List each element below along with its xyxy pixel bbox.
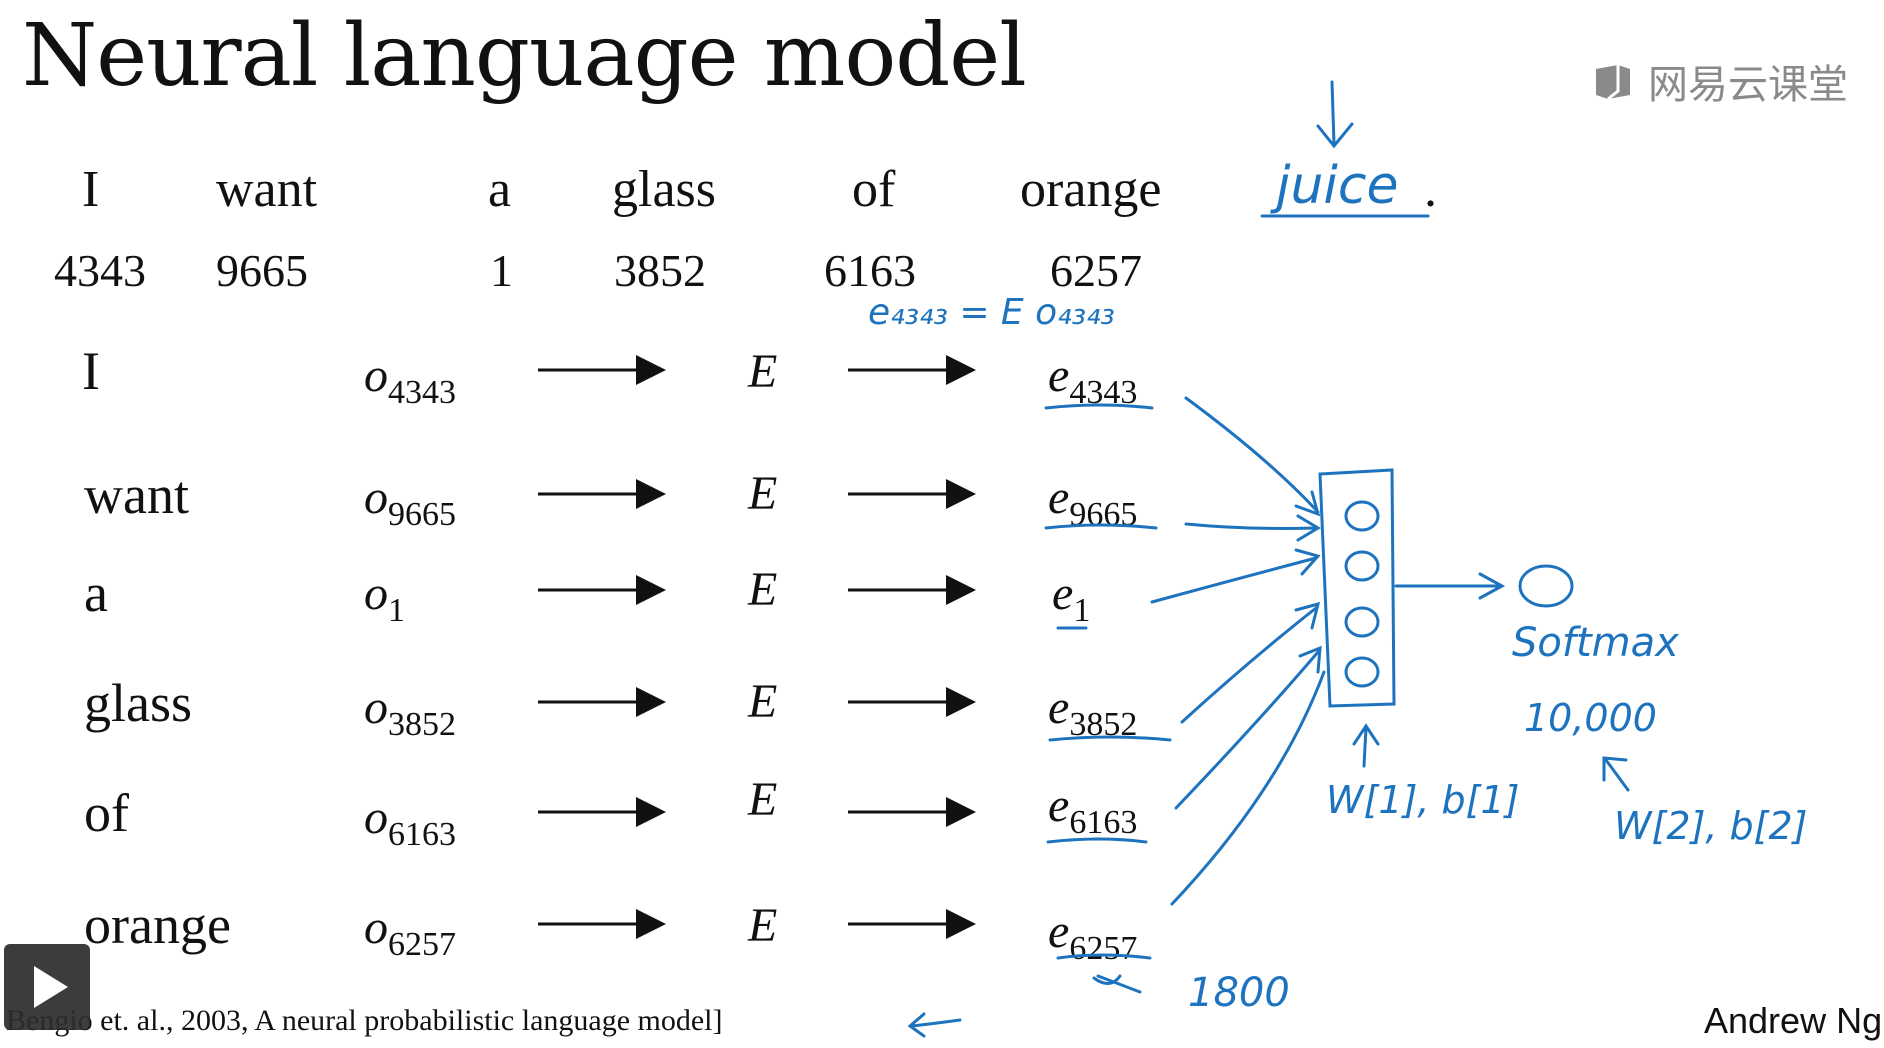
one-hot-vector: o9665 <box>364 471 456 533</box>
sentence-word: a <box>488 161 512 218</box>
handwritten-target-word: juice <box>1276 156 1399 216</box>
handwritten-equation: e₄₃₄₃ = E o₄₃₄₃ <box>868 292 1115 333</box>
input-size-label: 1800 <box>1188 970 1290 1016</box>
vocab-size-label: 10,000 <box>1524 696 1657 740</box>
row-word: of <box>84 783 129 843</box>
sentence-period: . <box>1424 161 1437 218</box>
cloud-classroom-icon <box>1596 65 1630 101</box>
embedding-matrix-symbol: E <box>748 345 778 398</box>
citation: Bengio et. al., 2003, A neural probabili… <box>6 1004 723 1037</box>
embedding-vector: e6257 <box>1048 905 1138 967</box>
sentence-word: I <box>82 161 100 218</box>
one-hot-vector: o6163 <box>364 791 456 853</box>
embedding-vector: e6163 <box>1048 779 1138 841</box>
row-word: I <box>82 341 100 401</box>
embedding-matrix-symbol: E <box>748 675 778 728</box>
one-hot-vector: o1 <box>364 567 405 629</box>
one-hot-vector: o4343 <box>364 349 456 411</box>
printed-arrows <box>538 355 976 939</box>
play-icon <box>34 966 68 1008</box>
embedding-matrix-symbol: E <box>748 467 778 520</box>
embedding-vector: e4343 <box>1048 349 1138 411</box>
row-word: want <box>84 465 189 525</box>
layer2-params-label: W[2], b[2] <box>1614 804 1808 848</box>
word-index: 9665 <box>216 245 308 296</box>
sentence-word: of <box>852 161 896 218</box>
sentence-word: want <box>216 161 318 218</box>
citation-arrow <box>907 1012 962 1038</box>
author-credit: Andrew Ng <box>1704 1000 1883 1041</box>
softmax-label: Softmax <box>1512 620 1679 666</box>
embedding-matrix-symbol: E <box>748 773 778 826</box>
row-word: orange <box>84 895 231 955</box>
word-index: 6163 <box>824 245 916 296</box>
play-button[interactable] <box>4 944 90 1030</box>
word-index: 3852 <box>614 245 706 296</box>
word-index: 1 <box>490 245 513 296</box>
embedding-vector: e1 <box>1052 567 1091 629</box>
one-hot-vector: o6257 <box>364 901 456 963</box>
row-word: glass <box>84 673 192 733</box>
embedding-vector: e3852 <box>1048 681 1138 743</box>
word-index: 6257 <box>1050 245 1142 296</box>
sentence-word: glass <box>612 161 716 218</box>
embedding-vector: e9665 <box>1048 471 1138 533</box>
layer1-params-label: W[1], b[1] <box>1326 778 1520 822</box>
logo-text: 网易云课堂 <box>1648 62 1848 108</box>
row-word: a <box>84 563 108 623</box>
word-index: 4343 <box>54 245 146 296</box>
slide-title: Neural language model <box>22 6 1027 106</box>
embedding-matrix-symbol: E <box>748 899 778 952</box>
sentence-word: orange <box>1020 161 1162 218</box>
embedding-matrix-symbol: E <box>748 563 778 616</box>
watermark-logo: 网易云课堂 <box>1592 52 1848 110</box>
one-hot-vector: o3852 <box>364 681 456 743</box>
